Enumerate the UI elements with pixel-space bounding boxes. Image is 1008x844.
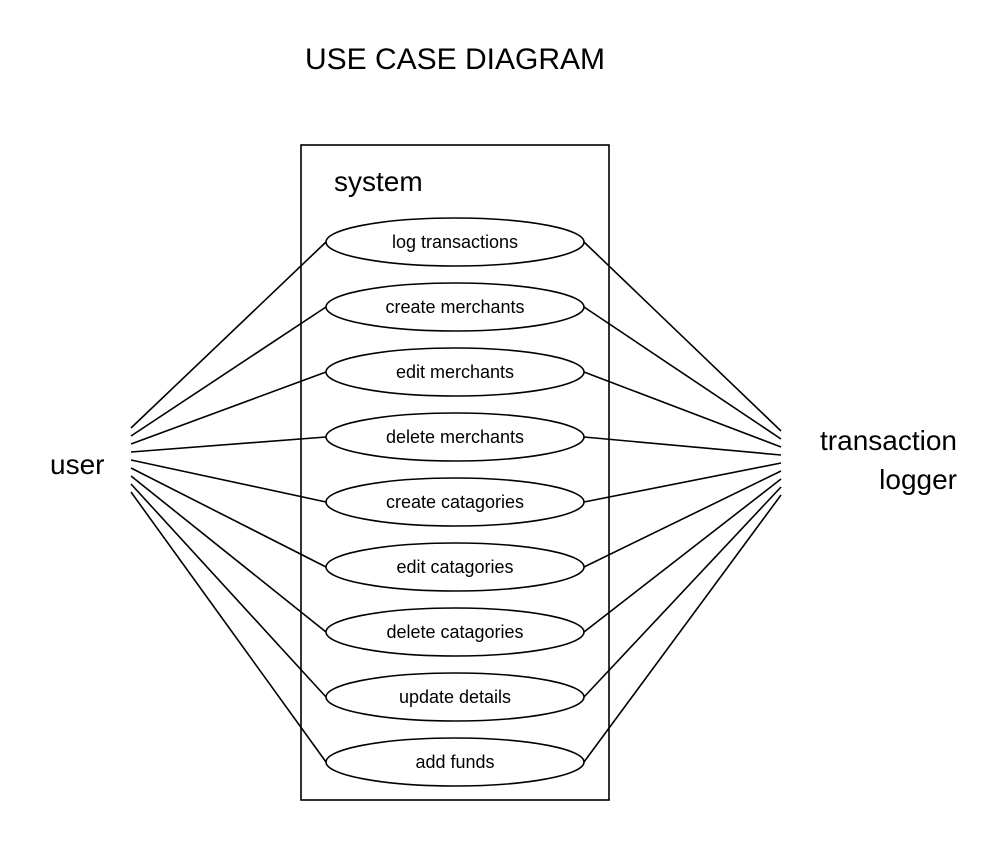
use-case-label: log transactions — [392, 232, 518, 252]
logger-connector-6 — [583, 470, 782, 568]
use-case-ellipse — [325, 347, 585, 397]
logger-connector-5 — [583, 462, 782, 503]
user-connector-8 — [130, 483, 327, 698]
use-case-ellipse — [325, 217, 585, 267]
actor-user-label: user — [50, 449, 104, 480]
logger-connector-8 — [583, 486, 782, 698]
use-case-label: add funds — [415, 752, 494, 772]
use-cases: log transactions create merchants edit mer… — [325, 217, 585, 787]
use-case-ellipse — [325, 737, 585, 787]
use-case-ellipse — [325, 672, 585, 722]
user-connector-7 — [130, 475, 327, 633]
use-case-label: edit catagories — [396, 557, 513, 577]
user-connector-9 — [130, 491, 327, 763]
use-case-ellipse — [325, 542, 585, 592]
user-connector-4 — [130, 436, 327, 453]
use-case-label: create catagories — [386, 492, 524, 512]
system-boundary — [300, 144, 610, 801]
actor-transaction-logger-label-line-1: transaction — [820, 425, 957, 456]
logger-connector-9 — [583, 494, 782, 763]
logger-connector-1 — [583, 241, 782, 432]
use-case-label: create merchants — [385, 297, 524, 317]
use-case-ellipse — [325, 282, 585, 332]
system-boundary-label: system — [334, 166, 423, 197]
use-case-ellipse — [325, 477, 585, 527]
user-connector-2 — [130, 306, 327, 437]
actor-transaction-logger-label-line-2: logger — [879, 464, 957, 495]
use-case-label: edit merchants — [396, 362, 514, 382]
logger-connector-4 — [583, 436, 782, 456]
user-connector-3 — [130, 371, 327, 445]
user-connector-6 — [130, 467, 327, 568]
user-connector-1 — [130, 241, 327, 429]
use-case-label: delete merchants — [386, 427, 524, 447]
logger-connector-7 — [583, 478, 782, 633]
use-case-label: update details — [399, 687, 511, 707]
diagram-title: USE CASE DIAGRAM — [305, 43, 605, 76]
user-connector-5 — [130, 459, 327, 503]
use-case-ellipse — [325, 607, 585, 657]
logger-connector-2 — [583, 306, 782, 440]
use-case-label: delete catagories — [386, 622, 523, 642]
use-case-ellipse — [325, 412, 585, 462]
logger-connector-3 — [583, 371, 782, 448]
connectors — [130, 241, 782, 763]
